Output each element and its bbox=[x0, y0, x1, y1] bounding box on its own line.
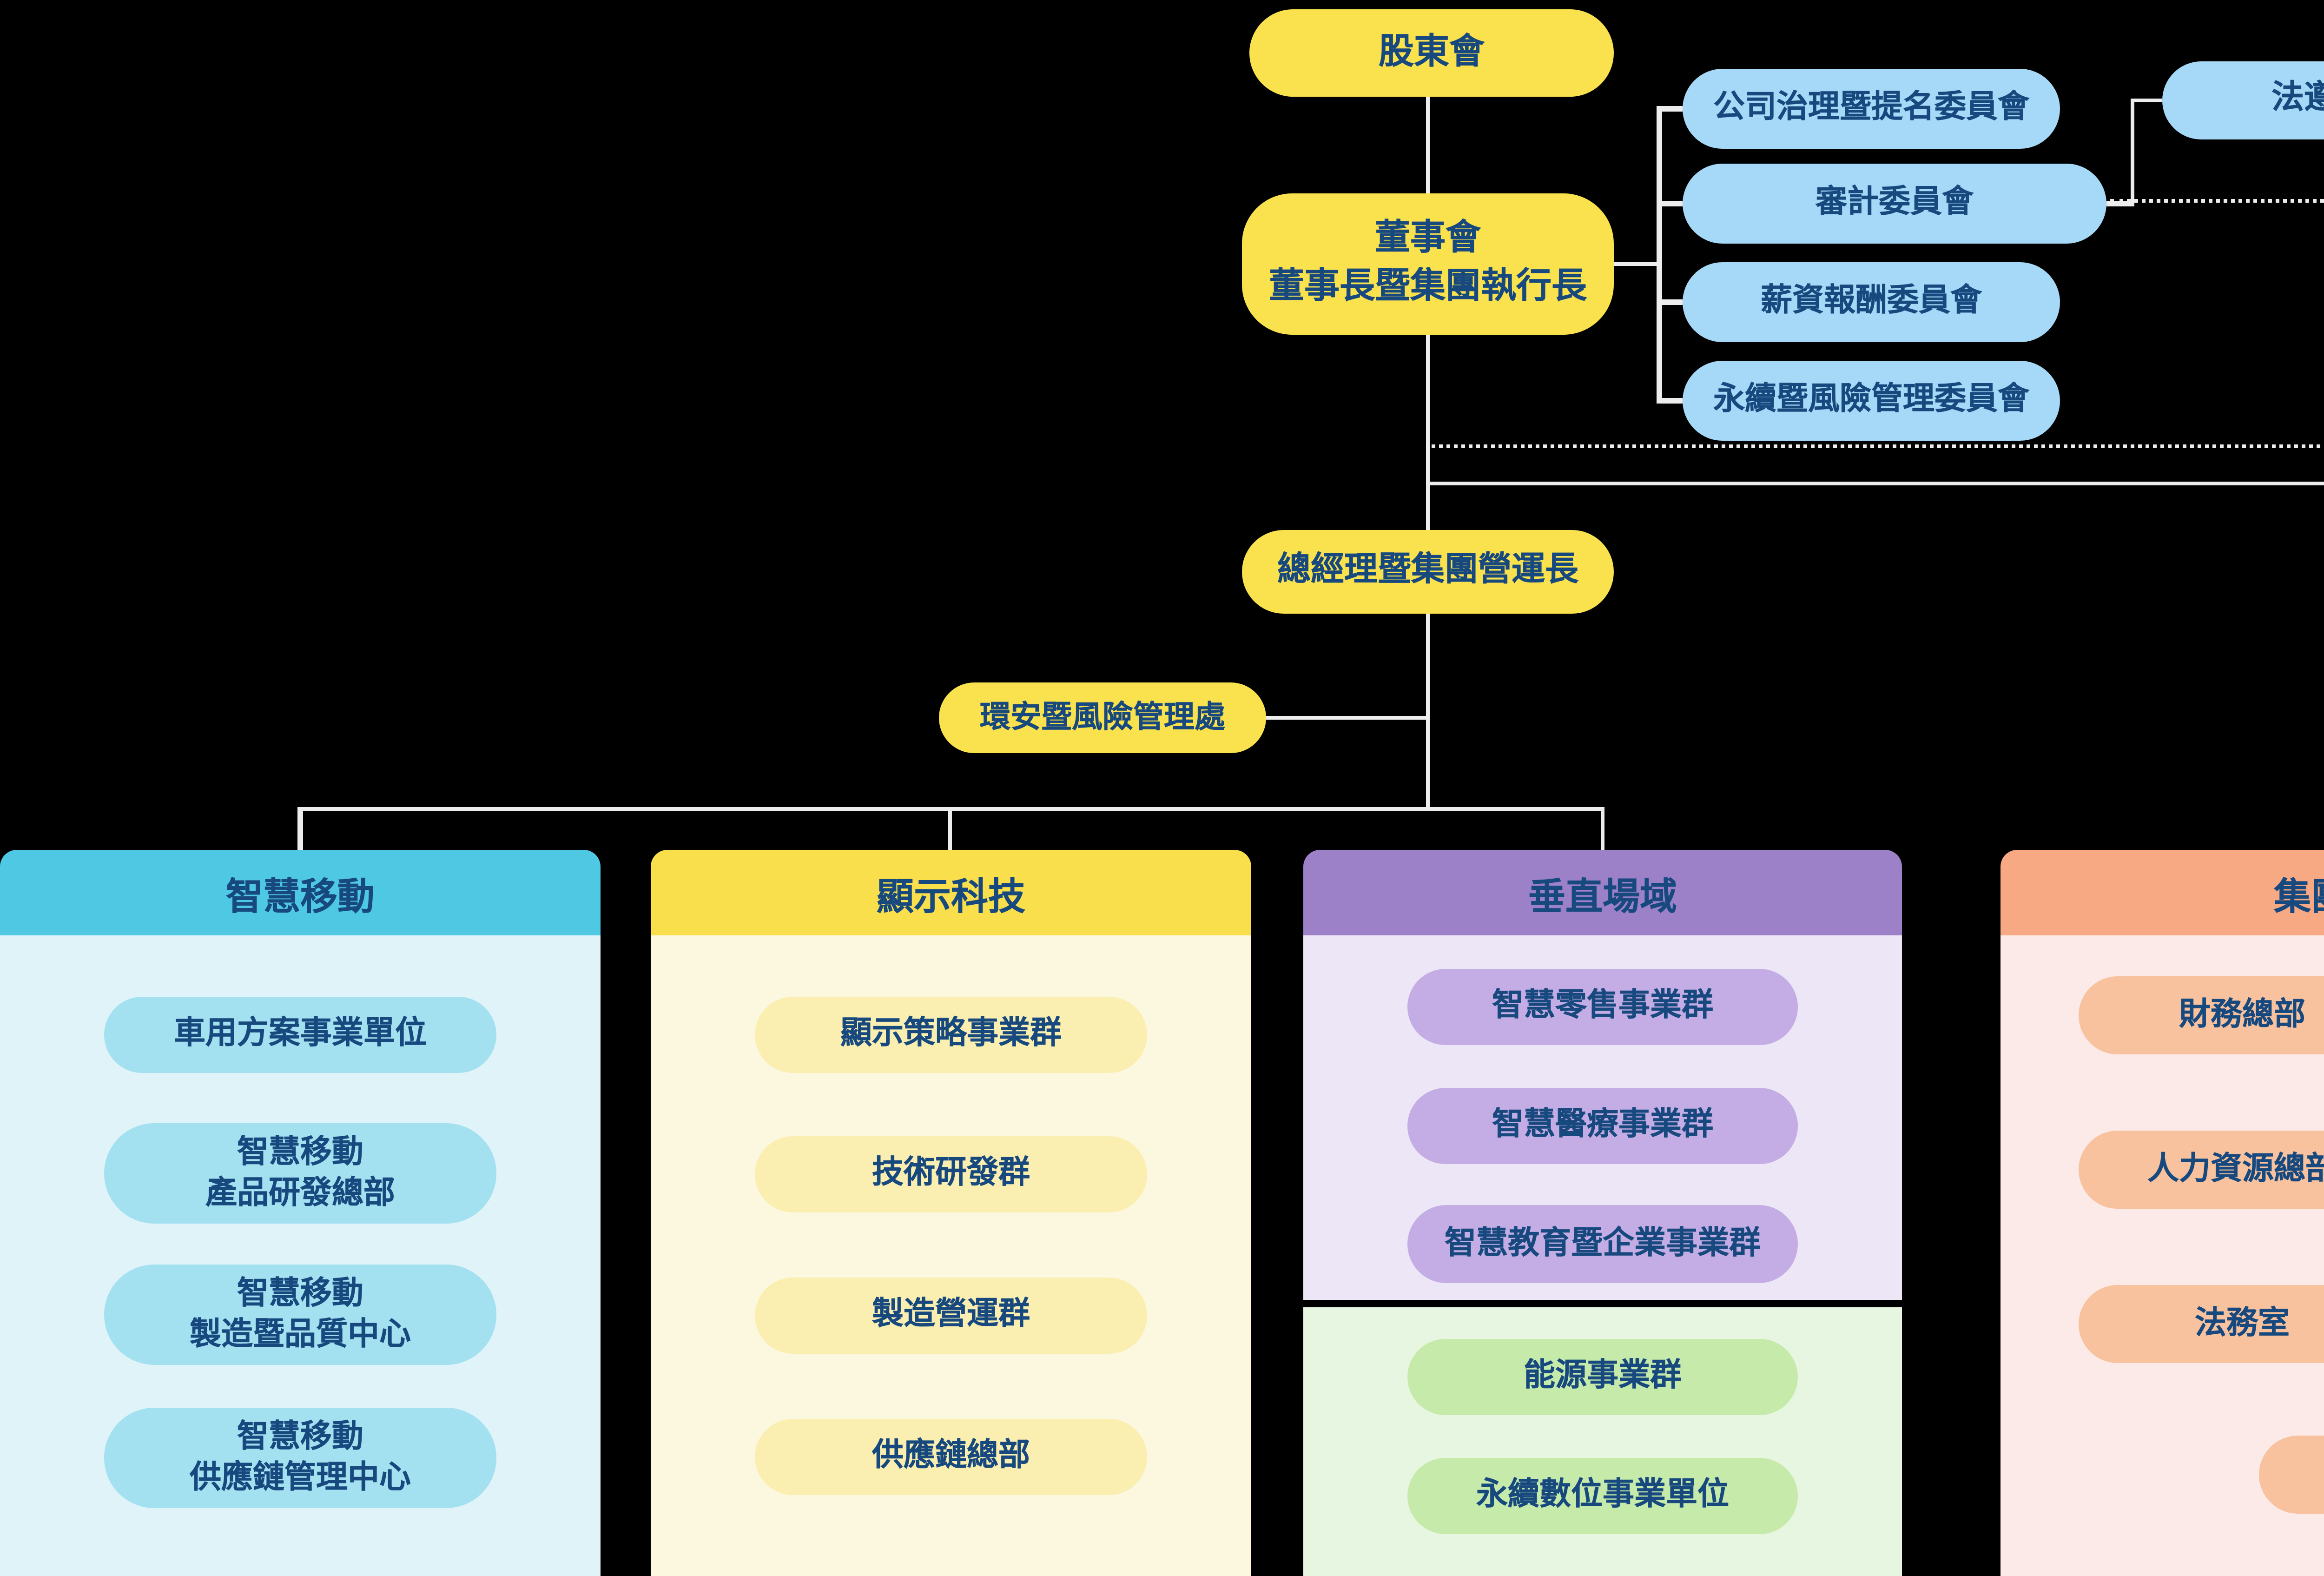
committee-audit-box: 審計委員會 bbox=[1683, 164, 2106, 244]
division-mobility: 智慧移動 車用方案事業單位 智慧移動 產品研發總部 智慧移動 製造暨品質中心 智… bbox=[0, 850, 601, 1576]
org-unit-energy: 能源事業群 bbox=[1407, 1339, 1798, 1415]
committee-sustainability-risk-box: 永續暨風險管理委員會 bbox=[1683, 361, 2060, 441]
connector-president-distribution bbox=[1426, 614, 1430, 809]
connector-stub-sustainability bbox=[1657, 398, 1683, 403]
connector-shareholders-board bbox=[1426, 97, 1430, 195]
org-unit-mobility-supply-chain: 智慧移動 供應鏈管理中心 bbox=[104, 1408, 496, 1508]
connector-audit-compliance-h1 bbox=[2106, 201, 2134, 205]
org-unit-finance-hq: 財務總部 bbox=[2079, 976, 2324, 1054]
division-support-header: 集團營運支援單位 bbox=[2000, 850, 2324, 935]
org-unit-legal-office: 法務室 bbox=[2079, 1285, 2324, 1363]
division-display-header: 顯示科技 bbox=[651, 850, 1251, 935]
org-unit-manufacturing-ops: 製造營運群 bbox=[755, 1278, 1147, 1354]
org-unit-mobility-mfg-quality: 智慧移動 製造暨品質中心 bbox=[104, 1265, 496, 1365]
org-unit-hr-hq: 人力資源總部 bbox=[2079, 1131, 2324, 1209]
dotted-audit-right bbox=[2110, 198, 2324, 202]
division-vertical: 垂直場域 智慧零售事業群 智慧醫療事業群 智慧教育暨企業事業群 能源事業群 永續… bbox=[1303, 850, 1902, 1576]
connector-audit-compliance-v bbox=[2130, 99, 2135, 205]
connector-stub-governance bbox=[1657, 106, 1683, 111]
connector-board-president bbox=[1426, 335, 1430, 530]
connector-stub-audit bbox=[1657, 201, 1683, 205]
org-unit-smart-education-enterprise: 智慧教育暨企業事業群 bbox=[1407, 1205, 1798, 1283]
connector-audit-compliance-h2 bbox=[2131, 98, 2162, 103]
ehs-risk-box: 環安暨風險管理處 bbox=[939, 682, 1266, 753]
org-unit-tech-rd: 技術研發群 bbox=[755, 1136, 1147, 1212]
connector-drop-mobility bbox=[297, 807, 302, 850]
connector-board-bracket bbox=[1614, 262, 1660, 266]
connector-drop-vertical bbox=[1600, 807, 1605, 850]
org-unit-display-strategy: 顯示策略事業群 bbox=[755, 997, 1147, 1073]
division-mobility-header: 智慧移動 bbox=[0, 850, 601, 935]
shareholders-box: 股東會 bbox=[1249, 9, 1614, 97]
connector-drop-display bbox=[948, 807, 952, 850]
division-display: 顯示科技 顯示策略事業群 技術研發群 製造營運群 供應鏈總部 bbox=[651, 850, 1251, 1576]
division-support: 集團營運支援單位 財務總部 數位技術發展總部 人力資源總部 永續發展總部 法務室… bbox=[2000, 850, 2324, 1576]
org-unit-supply-chain-hq: 供應鏈總部 bbox=[755, 1419, 1147, 1495]
connector-stub-compensation bbox=[1657, 299, 1683, 304]
org-unit-smart-medical: 智慧醫療事業群 bbox=[1407, 1088, 1798, 1164]
org-unit-smart-retail: 智慧零售事業群 bbox=[1407, 969, 1798, 1045]
org-unit-mobility-rd: 智慧移動 產品研發總部 bbox=[104, 1123, 496, 1224]
committee-compensation-box: 薪資報酬委員會 bbox=[1683, 262, 2060, 342]
chief-compliance-box: 法遵總顧問 bbox=[2162, 61, 2324, 139]
board-box: 董事會 董事長暨集團執行長 bbox=[1242, 193, 1614, 335]
dotted-compliance-trunk bbox=[1425, 444, 2324, 448]
division-vertical-header: 垂直場域 bbox=[1303, 850, 1902, 935]
committee-governance-box: 公司治理暨提名委員會 bbox=[1683, 69, 2060, 149]
president-box: 總經理暨集團營運長 bbox=[1242, 530, 1614, 614]
connector-committee-bracket bbox=[1657, 106, 1661, 404]
connector-trunk-support-h bbox=[1426, 481, 2324, 486]
org-unit-sustainable-digital: 永續數位事業單位 bbox=[1407, 1458, 1798, 1534]
connector-ehs-trunk bbox=[1264, 715, 1426, 720]
org-unit-automotive-solutions: 車用方案事業單位 bbox=[104, 997, 496, 1073]
org-unit-internal-audit: 稽核管理處 bbox=[2259, 1436, 2324, 1514]
